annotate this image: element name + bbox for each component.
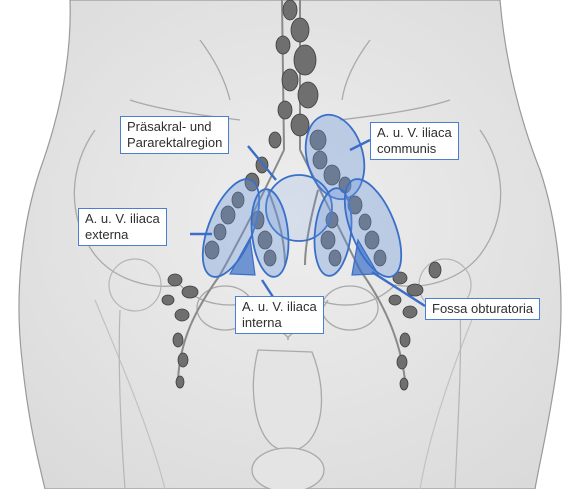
label-iliaca-communis: A. u. V. iliaca communis	[370, 122, 459, 160]
label-iliaca-interna: A. u. V. iliaca interna	[235, 296, 324, 334]
label-interna-line1: A. u. V. iliaca	[242, 299, 317, 315]
label-praesakral: Präsakral- und Pararektalregion	[120, 116, 229, 154]
label-praesakral-line1: Präsakral- und	[127, 119, 222, 135]
label-iliaca-externa: A. u. V. iliaca externa	[78, 208, 167, 246]
label-communis-line2: communis	[377, 141, 452, 157]
label-externa-line2: externa	[85, 227, 160, 243]
label-obturatoria-text: Fossa obturatoria	[432, 301, 533, 317]
label-fossa-obturatoria: Fossa obturatoria	[425, 298, 540, 320]
label-communis-line1: A. u. V. iliaca	[377, 125, 452, 141]
label-externa-line1: A. u. V. iliaca	[85, 211, 160, 227]
label-interna-line2: interna	[242, 315, 317, 331]
label-praesakral-line2: Pararektalregion	[127, 135, 222, 151]
genital-outline	[252, 350, 324, 489]
